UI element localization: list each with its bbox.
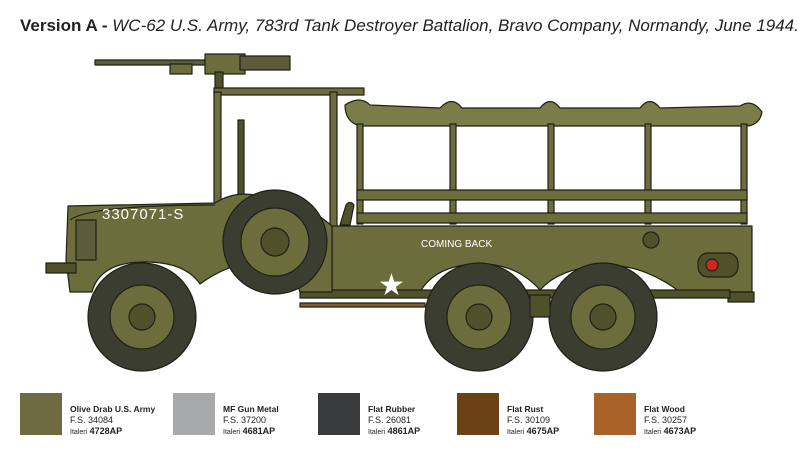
- paint-name: Flat Rubber: [368, 404, 416, 414]
- star-marking: ★: [378, 268, 405, 303]
- fuel-cap: [642, 231, 660, 249]
- paint-swatch-flat-wood: [594, 393, 636, 435]
- vehicle-description: WC-62 U.S. Army, 783rd Tank Destroyer Ba…: [112, 16, 799, 35]
- fs-code: 26081: [386, 415, 412, 425]
- fs-code: 30109: [525, 415, 551, 425]
- brand: Italeri: [70, 429, 88, 436]
- fs-label: F.S.: [70, 415, 86, 425]
- side-slogan: COMING BACK: [421, 239, 492, 250]
- paint-label-flat-rubber: Flat Rubber F.S. 26081 Italeri 4861AP: [368, 404, 420, 438]
- paint-code: 4728AP: [89, 426, 123, 436]
- paint-name: Flat Wood: [644, 404, 685, 414]
- paint-label-gun-metal: MF Gun Metal F.S. 37200 Italeri 4681AP: [223, 404, 279, 438]
- paint-code: 4861AP: [387, 426, 421, 436]
- front-bumper: [45, 262, 77, 274]
- fs-code: 37200: [241, 415, 267, 425]
- page-title: Version A - WC-62 U.S. Army, 783rd Tank …: [20, 16, 799, 36]
- machine-gun: [94, 53, 291, 93]
- paint-label-flat-wood: Flat Wood F.S. 30257 Italeri 4673AP: [644, 404, 696, 438]
- fs-code: 30257: [662, 415, 688, 425]
- seat: [339, 201, 355, 226]
- cargo-rail-bottom: [356, 212, 748, 224]
- front-wheel: [87, 262, 197, 372]
- paint-swatch-flat-rubber: [318, 393, 360, 435]
- truck-illustration: 3307071-S COMING BACK ★: [45, 53, 763, 372]
- cargo-bows: [356, 123, 748, 225]
- paint-swatch-olive-drab: [20, 393, 62, 435]
- hood-number: 3307071-S: [102, 206, 184, 223]
- paint-code: 4681AP: [242, 426, 276, 436]
- version-label: Version A: [20, 16, 98, 35]
- brand: Italeri: [644, 429, 662, 436]
- middle-wheel: [424, 262, 534, 372]
- drive-shaft: [299, 302, 426, 308]
- title-separator: -: [97, 16, 113, 35]
- paint-swatch-gun-metal: [173, 393, 215, 435]
- paint-label-olive-drab: Olive Drab U.S. Army F.S. 34084 Italeri …: [70, 404, 155, 438]
- paint-code: 4675AP: [526, 426, 560, 436]
- gun-mount-frame: [213, 87, 365, 96]
- tail-light: [705, 258, 719, 272]
- canvas-cover: [344, 99, 763, 127]
- fs-label: F.S.: [223, 415, 239, 425]
- brand: Italeri: [368, 429, 386, 436]
- fs-label: F.S.: [368, 415, 384, 425]
- fs-code: 34084: [88, 415, 114, 425]
- brand: Italeri: [223, 429, 241, 436]
- paint-label-flat-rust: Flat Rust F.S. 30109 Italeri 4675AP: [507, 404, 559, 438]
- paint-name: Flat Rust: [507, 404, 544, 414]
- rear-wheel: [548, 262, 658, 372]
- paint-name: MF Gun Metal: [223, 404, 279, 414]
- spare-wheel: [222, 189, 328, 295]
- paint-code: 4673AP: [663, 426, 697, 436]
- fs-label: F.S.: [507, 415, 523, 425]
- brand: Italeri: [507, 429, 525, 436]
- paint-name: Olive Drab U.S. Army: [70, 404, 156, 414]
- paint-swatch-flat-rust: [457, 393, 499, 435]
- cargo-rail-top: [356, 189, 748, 201]
- fs-label: F.S.: [644, 415, 660, 425]
